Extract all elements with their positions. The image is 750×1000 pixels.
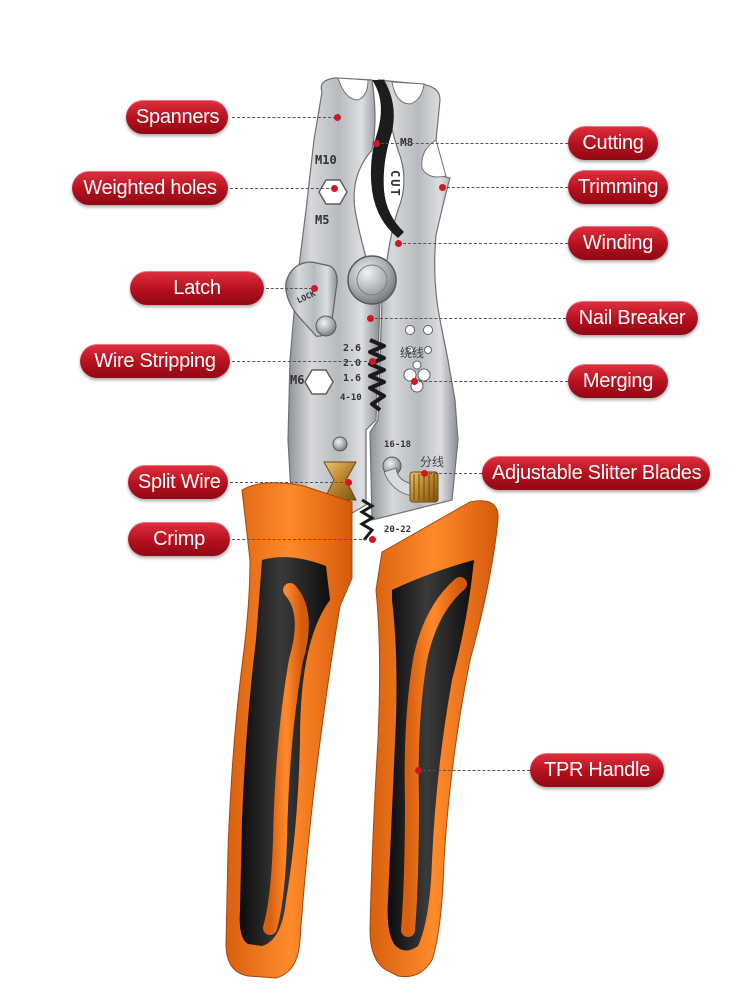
pivot-bolt xyxy=(347,255,397,305)
leader-wire-stripping xyxy=(232,361,372,362)
hex-hole-m6 xyxy=(304,369,334,395)
label-wire-stripping: Wire Stripping xyxy=(80,344,230,378)
marking-split-cn: 分线 xyxy=(420,455,444,469)
spanner-notch-right xyxy=(391,81,425,105)
dot-weighted-holes xyxy=(330,184,338,192)
marking-gauge-16: 1.6 xyxy=(343,373,361,384)
winding-hole-3 xyxy=(406,346,414,354)
dot-slitter xyxy=(420,469,428,477)
leader-split-wire xyxy=(230,482,348,483)
label-trimming: Trimming xyxy=(568,170,668,204)
label-nail-breaker: Nail Breaker xyxy=(566,301,698,335)
dot-split-wire xyxy=(344,478,352,486)
leader-merging xyxy=(414,381,568,382)
dot-wire-stripping xyxy=(368,357,376,365)
leader-cutting xyxy=(376,143,568,144)
marking-gauge-16-18: 16-18 xyxy=(384,440,411,450)
winding-hole-4 xyxy=(424,346,432,354)
dot-winding xyxy=(394,239,402,247)
marking-cut: CUT xyxy=(388,170,402,198)
label-latch: Latch xyxy=(130,271,264,305)
stripping-teeth xyxy=(368,338,386,412)
marking-m5: M5 xyxy=(315,213,329,227)
leader-latch xyxy=(266,288,312,289)
leader-trimming xyxy=(442,187,568,188)
crimp-teeth xyxy=(359,498,375,541)
dot-merging xyxy=(410,377,418,385)
dot-trimming xyxy=(438,183,446,191)
marking-gauge-26: 2.6 xyxy=(343,343,361,354)
marking-winding-cn: 绕线 xyxy=(400,346,424,360)
left-handle-stripe xyxy=(263,583,309,935)
leader-crimp xyxy=(232,539,372,540)
dot-latch xyxy=(310,284,318,292)
leader-spanners xyxy=(232,117,336,118)
label-tpr-handle: TPR Handle xyxy=(530,753,664,787)
leader-winding xyxy=(398,243,568,244)
leader-tpr-handle xyxy=(418,770,530,771)
latch-rivet xyxy=(315,315,337,337)
marking-gauge-20-22: 20-22 xyxy=(384,525,411,535)
marking-gauge-4-10: 4-10 xyxy=(340,393,362,403)
dot-spanners xyxy=(333,113,341,121)
label-cutting: Cutting xyxy=(568,126,658,160)
label-crimp: Crimp xyxy=(128,522,230,556)
dot-cutting xyxy=(372,139,380,147)
leader-weighted-holes xyxy=(230,188,334,189)
pivot-bolt-inner xyxy=(356,264,388,296)
leader-slitter xyxy=(424,473,482,474)
split-wire-spool xyxy=(323,461,357,501)
marking-m6: M6 xyxy=(290,373,304,387)
right-handle-stripe xyxy=(401,577,467,937)
label-split-wire: Split Wire xyxy=(128,465,228,499)
dot-tpr-handle xyxy=(414,766,422,774)
label-merging: Merging xyxy=(568,364,668,398)
marking-m10: M10 xyxy=(315,153,337,167)
winding-hole-2 xyxy=(423,325,433,335)
leader-nail-breaker xyxy=(370,318,566,319)
hex-hole-large xyxy=(318,179,348,205)
dot-nail-breaker xyxy=(366,314,374,322)
spanner-notch-left xyxy=(337,77,369,101)
label-adjustable-slitter-blades: Adjustable Slitter Blades xyxy=(482,456,710,490)
marking-m8: M8 xyxy=(400,136,413,149)
trimming-notch xyxy=(421,139,447,178)
dot-crimp xyxy=(368,535,376,543)
winding-hole-1 xyxy=(405,325,415,335)
label-winding: Winding xyxy=(568,226,668,260)
cutting-blade xyxy=(370,80,404,238)
label-spanners: Spanners xyxy=(126,100,228,134)
slitter-knurl xyxy=(413,474,435,500)
split-rivet-top xyxy=(332,436,348,452)
marking-gauge-20: 2.0 xyxy=(343,358,361,369)
label-weighted-holes: Weighted holes xyxy=(72,171,228,205)
